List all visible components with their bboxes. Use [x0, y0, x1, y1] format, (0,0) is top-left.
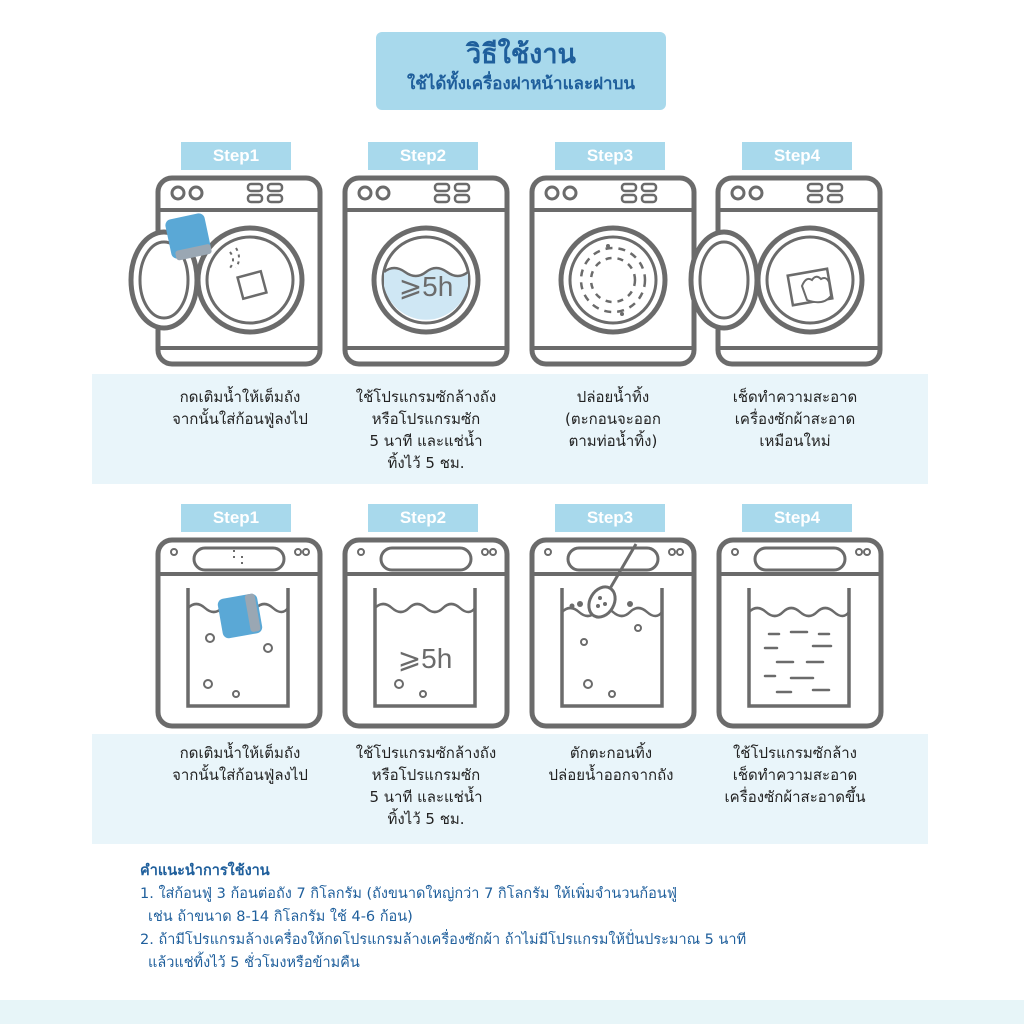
page-title: วิธีใช้งาน	[466, 39, 576, 70]
top-step4-caption: ใช้โปรแกรมซักล้าง เช็ดทำความสะอาด เครื่อ…	[724, 744, 866, 806]
front-step4-caption: เช็ดทำความสะอาด เครื่องซักผ้าสะอาด เหมือ…	[732, 388, 858, 450]
page-subtitle: ใช้ได้ทั้งเครื่องฝาหน้าและฝาบน	[406, 74, 636, 94]
top-machine-step4-icon	[716, 537, 884, 729]
top-step2-label: Step2	[368, 504, 478, 532]
tips-title: คำแนะนำการใช้งาน	[140, 863, 270, 879]
top-step2-badge: ⩾5h	[398, 643, 453, 674]
front-step4-label: Step4	[742, 142, 852, 170]
tip-2-line-1: 2. ถ้ามีโปรแกรมล้างเครื่องให้กดโปรแกรมล้…	[140, 932, 747, 948]
bottom-bar	[0, 1000, 1024, 1024]
front-step1-label: Step1	[181, 142, 291, 170]
top-step4-label: Step4	[742, 504, 852, 532]
front-machine-step4-icon	[688, 175, 883, 367]
usage-tips: คำแนะนำการใช้งาน 1. ใส่ก้อนฟู่ 3 ก้อนต่อ…	[140, 860, 940, 975]
front-machine-step2-icon: ⩾5h	[342, 175, 510, 367]
top-step3-label: Step3	[555, 504, 665, 532]
top-step2-caption: ใช้โปรแกรมซักล้างถัง หรือโปรแกรมซัก 5 นา…	[355, 744, 497, 828]
top-step3-caption: ตักตะกอนทิ้ง ปล่อยน้ำออกจากถัง	[548, 744, 674, 784]
header-banner: วิธีใช้งาน ใช้ได้ทั้งเครื่องฝาหน้าและฝาบ…	[376, 32, 666, 110]
front-caption-band	[92, 374, 928, 484]
front-step3-label: Step3	[555, 142, 665, 170]
top-machine-step1-icon	[155, 537, 323, 729]
front-step3-caption: ปล่อยน้ำทิ้ง (ตะกอนจะออก ตามท่อน้ำทิ้ง)	[565, 388, 661, 450]
front-step2-caption: ใช้โปรแกรมซักล้างถัง หรือโปรแกรมซัก 5 นา…	[355, 388, 497, 472]
front-step2-label: Step2	[368, 142, 478, 170]
tip-1-line-2: เช่น ถ้าขนาด 8-14 กิโลกรัม ใช้ 4-6 ก้อน)	[148, 909, 413, 925]
front-step2-badge: ⩾5h	[399, 271, 454, 302]
top-machine-step2-icon: ⩾5h	[342, 537, 510, 729]
top-machine-step3-icon	[529, 537, 697, 729]
top-caption-band	[92, 734, 928, 844]
front-machine-step3-icon	[529, 175, 697, 367]
front-machine-step1-icon	[128, 175, 323, 367]
top-step1-caption: กดเติมน้ำให้เต็มถัง จากนั้นใส่ก้อนฟู่ลงไ…	[172, 744, 308, 784]
tip-1-line-1: 1. ใส่ก้อนฟู่ 3 ก้อนต่อถัง 7 กิโลกรัม (ถ…	[140, 886, 678, 902]
front-step1-caption: กดเติมน้ำให้เต็มถัง จากนั้นใส่ก้อนฟู่ลงไ…	[172, 388, 308, 428]
tip-2-line-2: แล้วแช่ทิ้งไว้ 5 ชั่วโมงหรือข้ามคืน	[148, 955, 360, 971]
top-step1-label: Step1	[181, 504, 291, 532]
